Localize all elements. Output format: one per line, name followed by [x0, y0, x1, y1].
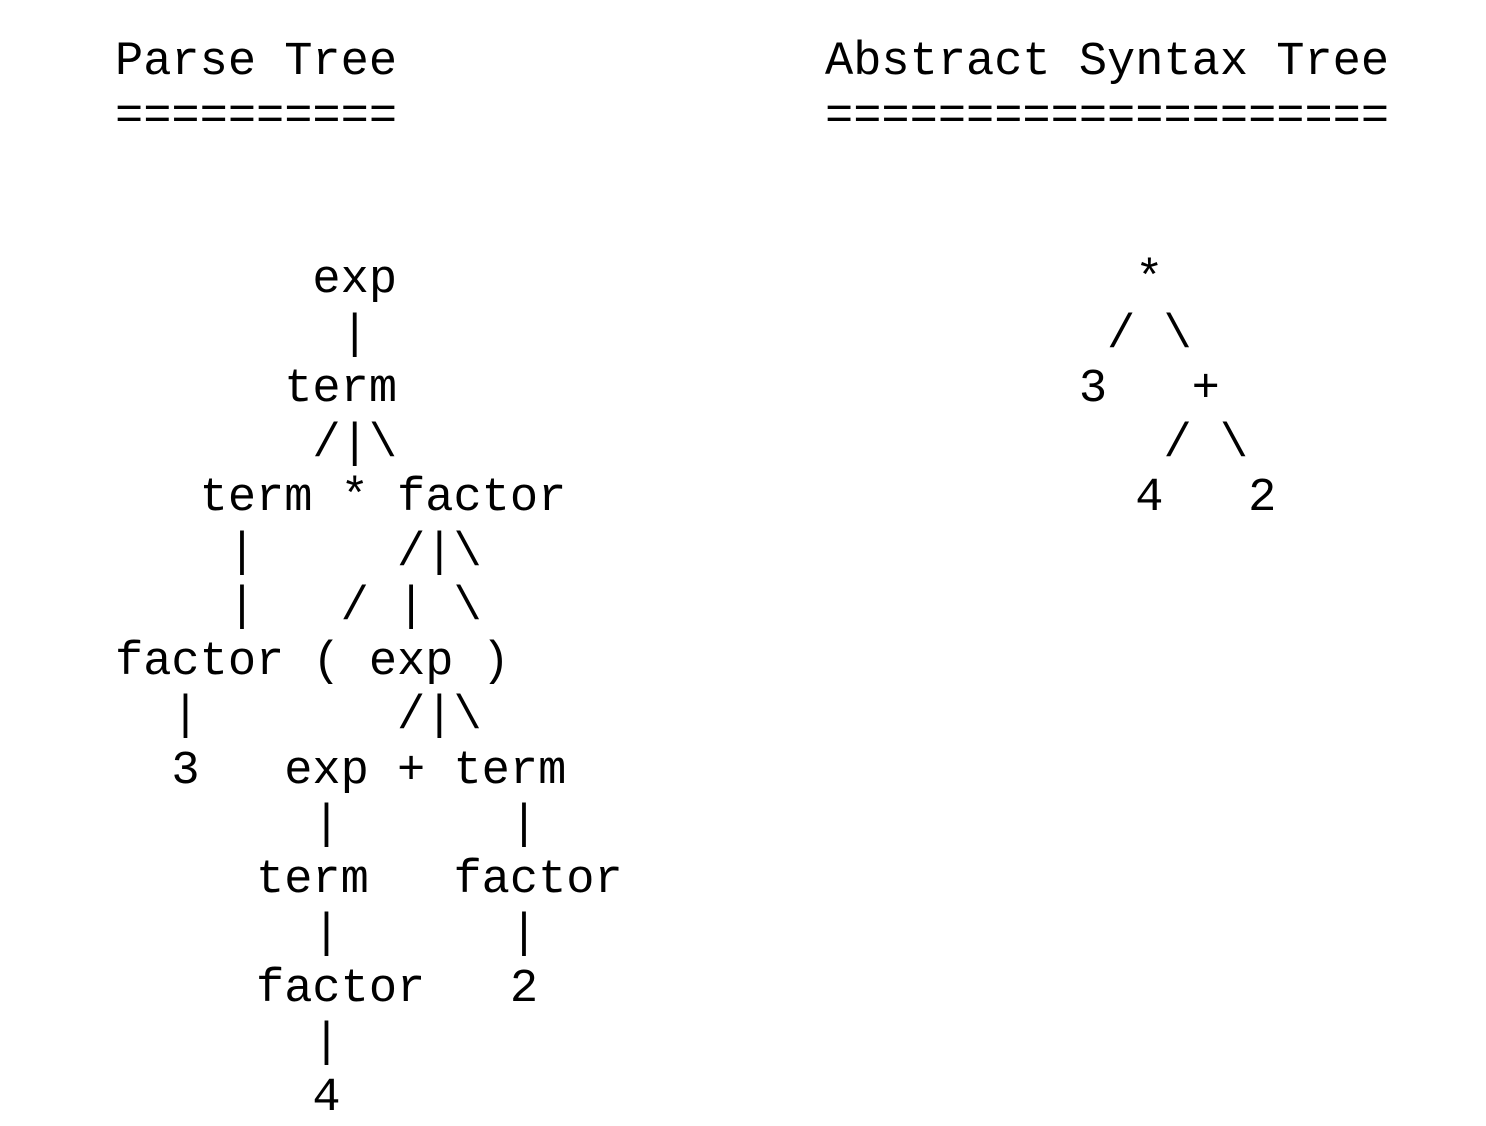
ast-underline: ====================: [825, 90, 1390, 144]
parse-tree-line: 3 exp + term: [115, 744, 567, 798]
parse-tree-line: |: [115, 1017, 341, 1070]
ast-line: / \: [825, 417, 1249, 471]
parse-tree-line: term * factor: [115, 472, 567, 525]
ast-title: Abstract Syntax Tree: [825, 36, 1390, 89]
parse-tree-line: factor 2: [115, 962, 539, 1016]
parse-tree-line: exp: [115, 254, 398, 307]
ast-line: 4 2: [825, 472, 1277, 525]
ast-line: *: [825, 254, 1164, 307]
parse-tree-underline: ==========: [115, 90, 398, 144]
parse-tree-line: | / | \: [115, 581, 482, 634]
parse-tree-diagram: Parse Tree ========== exp | term /|\ ter…: [115, 36, 623, 1126]
parse-tree-line: | |: [115, 908, 539, 961]
ast-line: / \: [825, 308, 1192, 362]
parse-tree-line: | /|\: [115, 690, 482, 743]
ast-panel: Abstract Syntax Tree ===================…: [825, 36, 1389, 527]
parse-tree-title: Parse Tree: [115, 36, 398, 89]
parse-tree-line: |: [115, 308, 369, 362]
parse-tree-line: /|\: [115, 417, 398, 471]
parse-tree-line: term factor: [115, 853, 623, 907]
ast-diagram: Abstract Syntax Tree ===================…: [825, 36, 1389, 527]
parse-tree-line: 4: [115, 1071, 341, 1125]
parse-tree-line: term: [115, 363, 398, 416]
parse-tree-line: | /|\: [115, 526, 482, 580]
parse-tree-line: factor ( exp ): [115, 635, 510, 689]
parse-tree-line: | |: [115, 799, 539, 852]
parse-tree-panel: Parse Tree ========== exp | term /|\ ter…: [115, 36, 623, 1126]
ast-line: 3 +: [825, 363, 1220, 416]
